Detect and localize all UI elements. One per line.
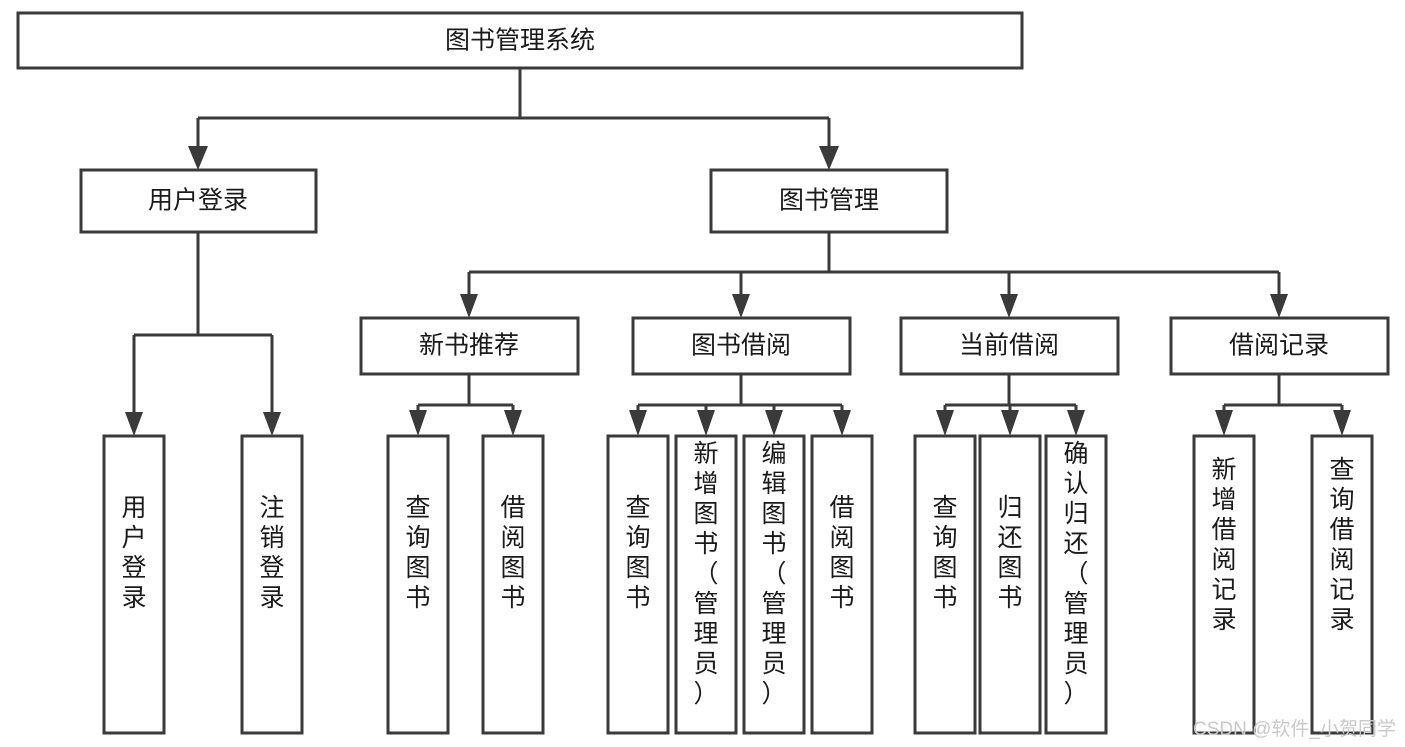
leaf-bb-borrow-book[interactable]: 借阅图书 bbox=[810, 434, 874, 735]
leaf-logout-box[interactable] bbox=[240, 434, 304, 735]
leaf-bb-edit-book-label: 编辑图书（管理员） bbox=[761, 440, 786, 708]
leaf-cb-query-book-label: 查询图书 bbox=[932, 494, 957, 612]
leaf-br-query-record-label: 查询借阅记录 bbox=[1329, 456, 1354, 634]
arrow-head-book-mgmt bbox=[819, 146, 839, 170]
node-root-label: 图书管理系统 bbox=[445, 27, 595, 55]
leaf-br-add-record-label: 新增借阅记录 bbox=[1211, 456, 1236, 634]
arrow-head-cb-return-book bbox=[1001, 410, 1019, 436]
arrow-head-user-login bbox=[188, 146, 208, 170]
node-book-borrow-box[interactable] bbox=[631, 316, 852, 376]
leaf-bb-edit-book[interactable]: 编辑图书（管理员） bbox=[742, 434, 806, 735]
node-new-book-recommend[interactable]: 新书推荐 bbox=[359, 316, 580, 376]
arrow-head-leaf-user-login bbox=[125, 412, 143, 436]
node-book-management-box[interactable] bbox=[709, 168, 949, 234]
node-new-book-recommend-box[interactable] bbox=[359, 316, 580, 376]
leaf-user-login-box[interactable] bbox=[102, 434, 166, 735]
leaf-br-add-record[interactable]: 新增借阅记录 bbox=[1192, 434, 1256, 735]
leaf-bb-query-book[interactable]: 查询图书 bbox=[606, 434, 670, 735]
leaf-cb-return-book-box[interactable] bbox=[978, 434, 1042, 735]
leaf-cb-confirm-return-label: 确认归还（管理员） bbox=[1063, 440, 1088, 708]
leaf-nb-query-book-label: 查询图书 bbox=[405, 494, 430, 612]
arrow-head-nb-query-book bbox=[409, 410, 427, 436]
node-book-management-label: 图书管理 bbox=[779, 187, 879, 215]
node-root[interactable]: 图书管理系统 bbox=[16, 11, 1024, 70]
leaf-br-query-record-box[interactable] bbox=[1310, 434, 1374, 735]
leaf-bb-edit-book-box[interactable] bbox=[742, 434, 806, 735]
leaf-user-login-label: 用户登录 bbox=[121, 494, 146, 612]
leaf-cb-confirm-return[interactable]: 确认归还（管理员） bbox=[1044, 434, 1108, 735]
arrow-head-new-books bbox=[460, 294, 478, 318]
leaf-bb-borrow-book-box[interactable] bbox=[810, 434, 874, 735]
arrow-head-cb-confirm-return bbox=[1067, 410, 1085, 436]
leaf-br-query-record[interactable]: 查询借阅记录 bbox=[1310, 434, 1374, 735]
node-book-management[interactable]: 图书管理 bbox=[709, 168, 949, 234]
node-borrow-records[interactable]: 借阅记录 bbox=[1169, 316, 1390, 376]
node-book-borrow-label: 图书借阅 bbox=[691, 332, 791, 360]
leaf-bb-add-book-box[interactable] bbox=[674, 434, 738, 735]
node-book-borrow[interactable]: 图书借阅 bbox=[631, 316, 852, 376]
node-borrow-records-box[interactable] bbox=[1169, 316, 1390, 376]
arrow-head-bb-edit-book bbox=[765, 410, 783, 436]
arrow-head-nb-borrow-book bbox=[504, 410, 522, 436]
leaf-br-add-record-box[interactable] bbox=[1192, 434, 1256, 735]
node-user-login-label: 用户登录 bbox=[148, 187, 248, 215]
leaf-bb-query-book-label: 查询图书 bbox=[625, 494, 650, 612]
arrow-head-current-borrow bbox=[1000, 294, 1018, 318]
node-current-borrow[interactable]: 当前借阅 bbox=[899, 316, 1120, 376]
arrow-head-bb-add-book bbox=[697, 410, 715, 436]
node-borrow-records-label: 借阅记录 bbox=[1229, 332, 1329, 360]
node-user-login[interactable]: 用户登录 bbox=[79, 168, 318, 234]
node-root-box[interactable] bbox=[16, 11, 1024, 70]
leaf-bb-query-book-box[interactable] bbox=[606, 434, 670, 735]
node-user-login-box[interactable] bbox=[79, 168, 318, 234]
node-current-borrow-box[interactable] bbox=[899, 316, 1120, 376]
leaf-bb-add-book-label: 新增图书（管理员） bbox=[693, 440, 718, 708]
leaf-nb-query-book-box[interactable] bbox=[386, 434, 450, 735]
leaf-cb-return-book[interactable]: 归还图书 bbox=[978, 434, 1042, 735]
node-new-book-recommend-label: 新书推荐 bbox=[419, 332, 519, 360]
leaf-cb-return-book-label: 归还图书 bbox=[997, 494, 1022, 612]
arrow-head-book-borrow bbox=[732, 294, 750, 318]
leaf-logout[interactable]: 注销登录 bbox=[240, 434, 304, 735]
arrow-head-bb-borrow-book bbox=[833, 410, 851, 436]
arrow-head-br-query-record bbox=[1333, 410, 1351, 436]
arrow-head-leaf-logout bbox=[263, 412, 281, 436]
leaf-cb-confirm-return-box[interactable] bbox=[1044, 434, 1108, 735]
leaf-logout-label: 注销登录 bbox=[259, 494, 284, 612]
leaf-nb-borrow-book-label: 借阅图书 bbox=[500, 494, 525, 612]
arrow-head-borrow-records bbox=[1270, 294, 1288, 318]
leaf-bb-borrow-book-label: 借阅图书 bbox=[829, 494, 854, 612]
csdn-watermark: CSDN @软件_小贺同学 bbox=[1193, 718, 1396, 740]
leaf-user-login[interactable]: 用户登录 bbox=[102, 434, 166, 735]
leaf-bb-add-book[interactable]: 新增图书（管理员） bbox=[674, 434, 738, 735]
connector-layer bbox=[125, 68, 1351, 436]
arrow-head-br-add-record bbox=[1215, 410, 1233, 436]
leaf-nb-borrow-book-box[interactable] bbox=[481, 434, 545, 735]
leaf-nb-borrow-book[interactable]: 借阅图书 bbox=[481, 434, 545, 735]
leaf-cb-query-book[interactable]: 查询图书 bbox=[913, 434, 977, 735]
arrow-head-cb-query-book bbox=[936, 410, 954, 436]
arrow-head-bb-query-book bbox=[629, 410, 647, 436]
leaf-nb-query-book[interactable]: 查询图书 bbox=[386, 434, 450, 735]
leaf-cb-query-book-box[interactable] bbox=[913, 434, 977, 735]
node-current-borrow-label: 当前借阅 bbox=[959, 332, 1059, 360]
